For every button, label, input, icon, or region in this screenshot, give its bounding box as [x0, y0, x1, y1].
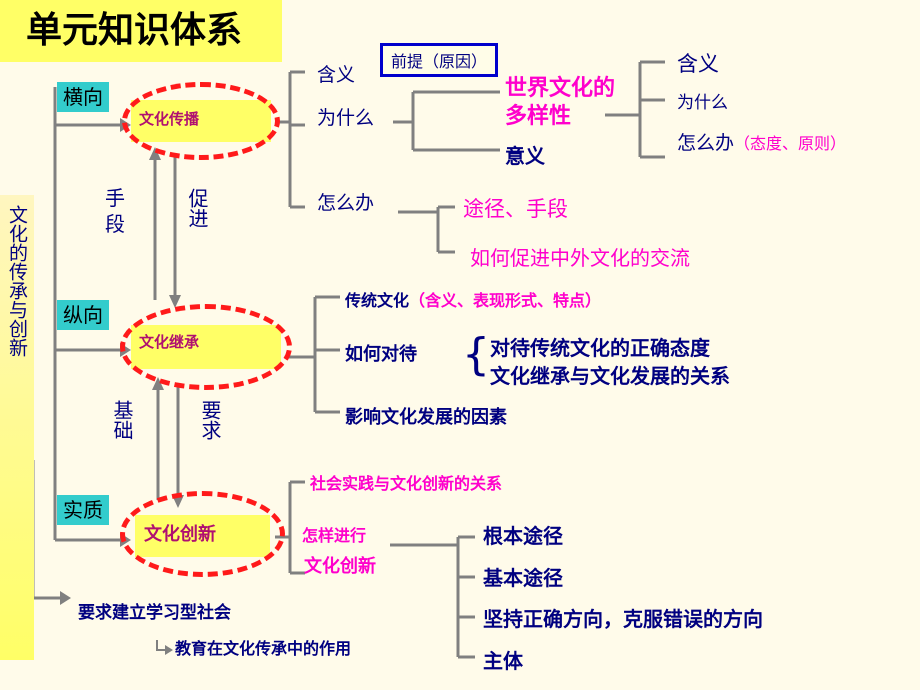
category-essence: 实质	[57, 495, 109, 525]
bottom-education: 教育在文化传承中的作用	[175, 639, 352, 658]
category-vertical: 纵向	[57, 300, 109, 330]
diversity-significance: 意义	[505, 144, 545, 168]
inherit-traditional-note: （含义、表现形式、特点）	[409, 291, 602, 310]
arrow-label-means: 手段	[105, 186, 125, 236]
spread-how: 怎么办	[317, 192, 375, 214]
inherit-factors: 影响文化发展的因素	[345, 407, 507, 428]
node-spread-ellipse	[122, 82, 280, 160]
inherit-traditional: 传统文化（含义、表现形式、特点）	[345, 287, 601, 311]
node-spread-label: 文化传播	[139, 110, 200, 128]
inherit-traditional-label: 传统文化	[345, 291, 410, 310]
diversity-how-note: （态度、原则）	[734, 134, 847, 153]
innovate-subject: 主体	[483, 649, 523, 673]
arrow-label-promote: 促进	[185, 188, 209, 228]
diversity-title-line2: 多样性	[505, 104, 572, 129]
how-exchange: 如何促进中外文化的交流	[470, 246, 690, 270]
diversity-meaning: 含义	[677, 52, 719, 76]
innovate-practice: 社会实践与文化创新的关系	[310, 474, 503, 493]
diversity-why: 为什么	[677, 93, 728, 113]
innovate-how-line2: 文化创新	[304, 556, 376, 577]
bottom-learning: 要求建立学习型社会	[78, 603, 231, 623]
inherit-relation: 文化继承与文化发展的关系	[490, 364, 730, 388]
diversity-how: 怎么办（态度、原则）	[677, 128, 846, 155]
node-innovate-ellipse	[120, 491, 285, 577]
left-bar-label: 文化的传承与创新	[6, 205, 28, 357]
left-bar	[0, 195, 34, 660]
node-inherit-ellipse	[120, 304, 292, 390]
spread-why: 为什么	[317, 107, 375, 129]
inherit-treat: 如何对待	[345, 344, 417, 365]
how-channels: 途径、手段	[463, 197, 568, 221]
diversity-how-label: 怎么办	[677, 132, 735, 154]
node-innovate-label: 文化创新	[144, 524, 216, 545]
category-horizontal: 横向	[57, 82, 109, 112]
innovate-how-line1: 怎样进行	[302, 526, 367, 545]
arrow-label-basis: 基础	[110, 400, 134, 440]
innovate-fundamental: 根本途径	[483, 524, 563, 548]
diversity-title-line1: 世界文化的	[505, 76, 616, 101]
spread-meaning: 含义	[317, 64, 356, 86]
innovate-basic: 基本途径	[483, 566, 563, 590]
page-title: 单元知识体系	[0, 0, 282, 62]
premise-box: 前提（原因）	[380, 43, 499, 77]
arrow-label-require: 要求	[198, 400, 222, 440]
brace-icon: {	[462, 329, 490, 380]
node-inherit-label: 文化继承	[139, 333, 200, 351]
innovate-direction: 坚持正确方向，克服错误的方向	[483, 607, 763, 631]
inherit-attitude: 对待传统文化的正确态度	[490, 336, 710, 360]
